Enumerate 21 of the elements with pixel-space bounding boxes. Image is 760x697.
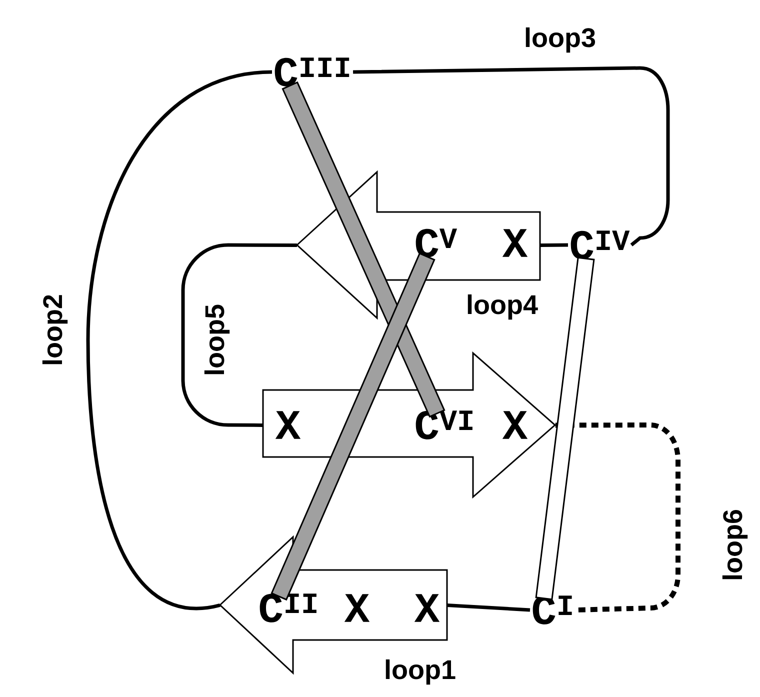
loop-label: loop1	[383, 658, 457, 686]
residue-label: X	[502, 411, 528, 439]
residue-label: X	[344, 594, 370, 622]
residue-label: C$^{IV}$	[570, 230, 630, 260]
loop-label: loop5	[203, 303, 231, 377]
residue-label: X	[414, 594, 440, 622]
loop-line	[555, 422, 680, 612]
residue-label: X	[502, 229, 528, 257]
loop-line	[447, 603, 530, 612]
loop-label: loop3	[523, 26, 597, 54]
loop-line	[86, 70, 272, 610]
residue-label: C$^{III}$	[274, 58, 350, 86]
loop-line	[540, 243, 568, 247]
loop-label: loop4	[465, 293, 539, 321]
loop-label: loop2	[41, 293, 69, 367]
disulfide-bar	[535, 256, 595, 600]
loop-label: loop6	[721, 508, 749, 582]
residue-label: X	[275, 411, 301, 439]
loop-line	[353, 66, 670, 246]
loop-line	[181, 243, 298, 427]
residue-label: C$^{II}$	[260, 594, 316, 622]
